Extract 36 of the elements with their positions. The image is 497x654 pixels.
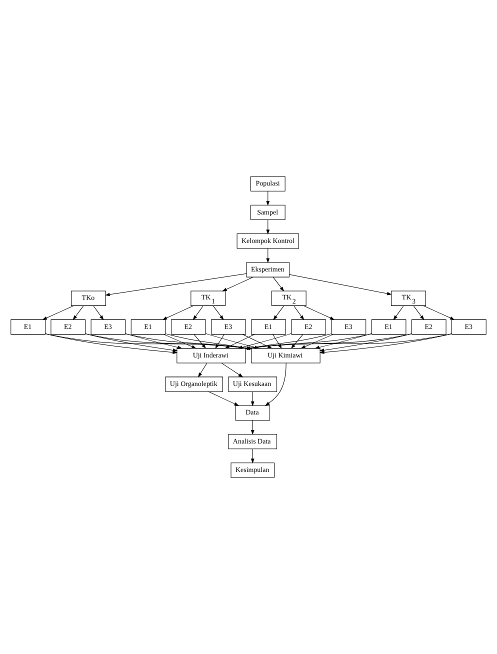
arrow (42, 306, 74, 320)
arrow (290, 334, 304, 349)
arrow (300, 334, 334, 349)
arrow (319, 333, 452, 354)
arrow (303, 306, 335, 320)
arrow (266, 191, 270, 206)
arrow (314, 333, 372, 349)
arrow (319, 333, 412, 352)
arrow (198, 362, 208, 378)
arrow (264, 362, 286, 406)
arrow (250, 420, 254, 435)
arrow (192, 306, 204, 320)
arrow (273, 306, 284, 320)
arrow (423, 306, 455, 320)
arrow (221, 362, 244, 378)
arrow (250, 392, 254, 406)
arrow (208, 391, 240, 406)
arrow (272, 277, 284, 292)
arrow (162, 306, 194, 320)
arrow (215, 334, 224, 349)
arrow (250, 448, 254, 464)
arrow (266, 248, 270, 264)
arrow (289, 274, 392, 296)
arrow (294, 306, 304, 320)
arrow (104, 273, 247, 296)
arrow (163, 334, 197, 349)
arrow (72, 306, 84, 320)
arrow (212, 306, 224, 320)
arrow (222, 276, 254, 292)
arrow (266, 220, 270, 234)
arrow (393, 306, 404, 320)
arrow (45, 333, 178, 354)
arrow (93, 306, 104, 320)
arrow (413, 306, 424, 320)
arrow (272, 334, 282, 349)
arrow (194, 334, 206, 349)
